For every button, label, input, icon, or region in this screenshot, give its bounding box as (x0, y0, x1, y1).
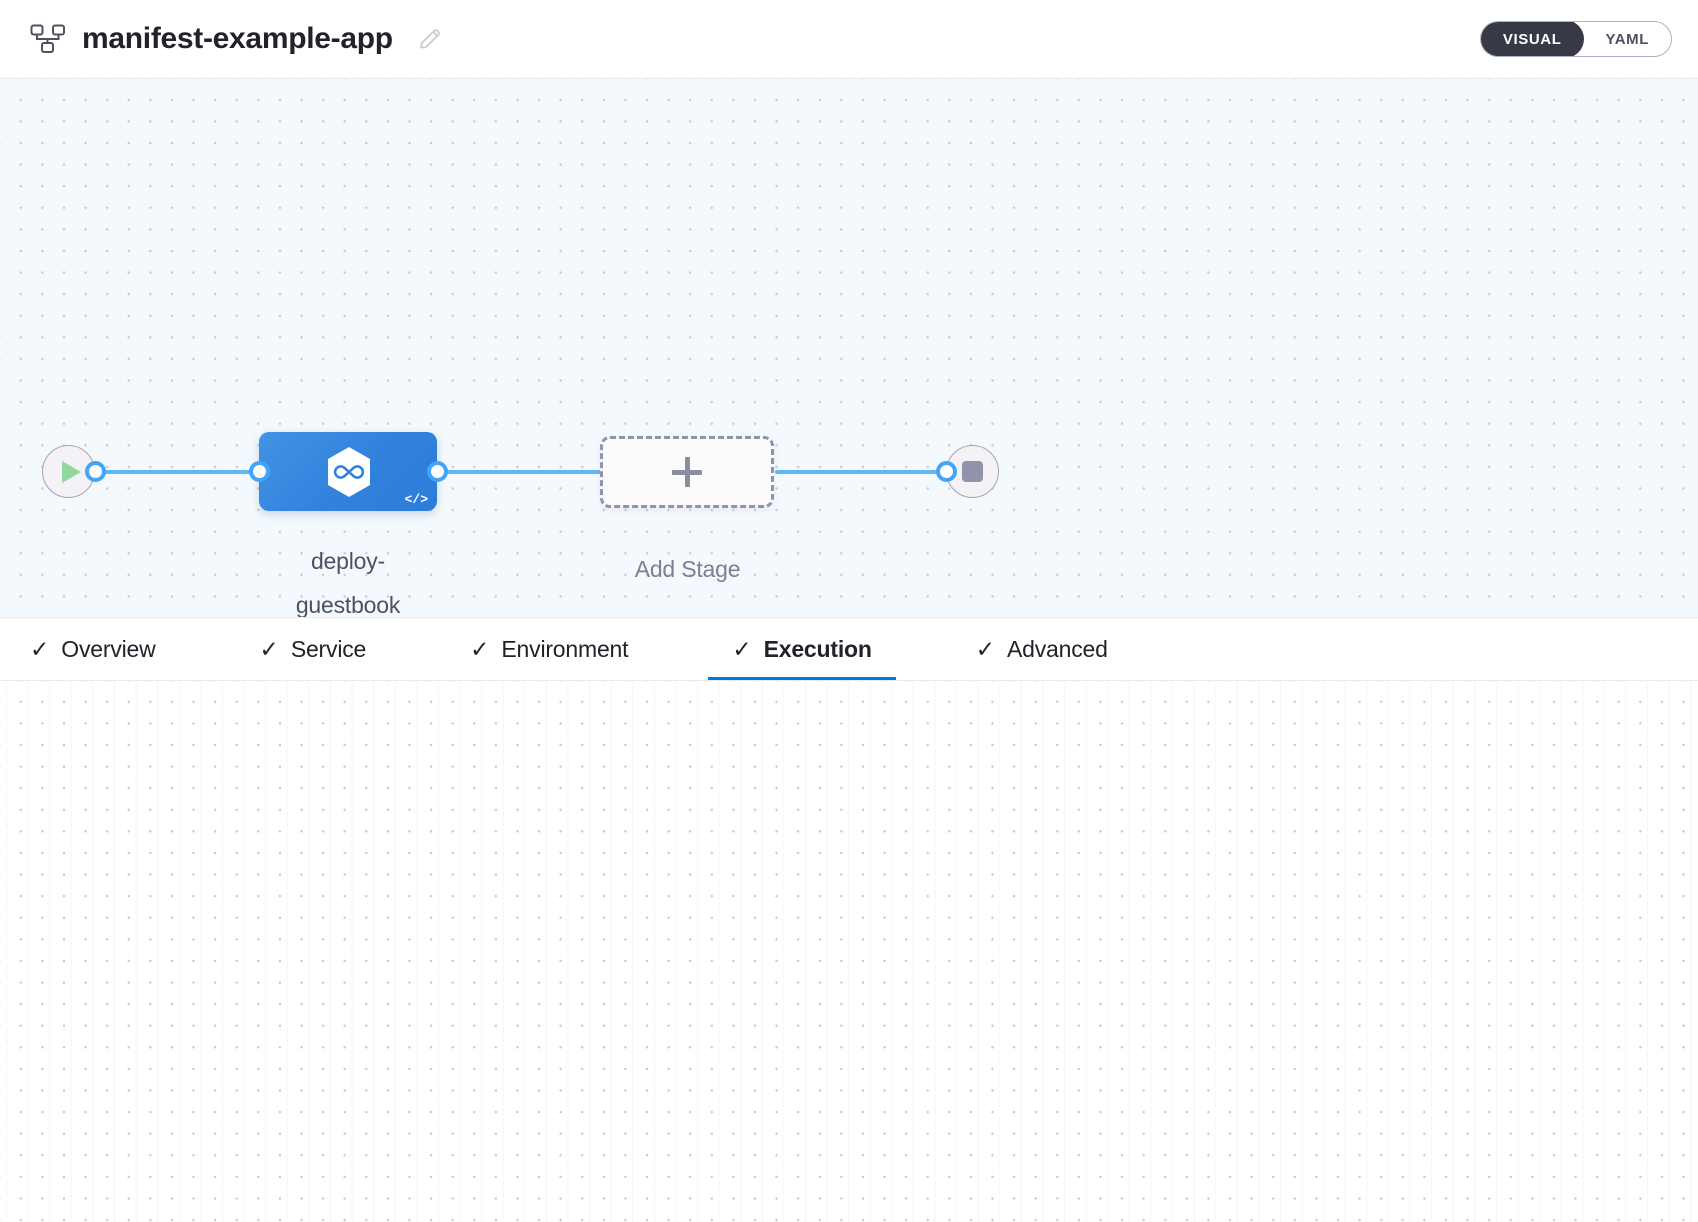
connector-start-to-stage (95, 470, 270, 474)
port-end-in[interactable] (936, 461, 957, 482)
tab-advanced[interactable]: ✓ Advanced (976, 618, 1108, 680)
plus-icon (672, 457, 702, 487)
port-stage-in[interactable] (249, 461, 270, 482)
connector-stage-to-add-stage (435, 470, 605, 474)
port-start-out[interactable] (85, 461, 106, 482)
add-stage-node[interactable] (600, 436, 774, 508)
view-mode-toggle[interactable]: VISUAL YAML (1479, 21, 1672, 57)
tab-execution[interactable]: ✓ Execution (708, 618, 897, 680)
header-right-group: VISUAL YAML (1479, 21, 1672, 57)
check-icon: ✓ (30, 635, 50, 662)
stage-tab-bar[interactable]: ✓ Overview ✓ Service ✓ Environment ✓ Exe… (0, 618, 1698, 681)
page-header: manifest-example-app VISUAL YAML (0, 0, 1698, 79)
add-stage-label: Add Stage (634, 556, 741, 582)
stop-icon (962, 461, 983, 482)
mode-option-yaml[interactable]: YAML (1583, 22, 1671, 56)
harness-hexagon-icon (321, 444, 376, 499)
tab-execution-label: Execution (763, 635, 872, 662)
check-icon: ✓ (732, 635, 752, 662)
tab-environment-label: Environment (501, 635, 629, 662)
check-icon: ✓ (975, 635, 996, 662)
mode-option-visual[interactable]: VISUAL (1480, 22, 1585, 56)
pencil-edit-icon[interactable] (417, 26, 443, 52)
connector-add-stage-to-end (775, 470, 960, 474)
check-icon: ✓ (259, 635, 279, 662)
stage-node-deploy-guestbook[interactable]: </> (259, 432, 437, 511)
port-stage-out[interactable] (427, 461, 448, 482)
stage-node-label: deploy- guestbook (295, 548, 401, 618)
pipeline-hierarchy-icon (30, 24, 66, 54)
tab-service[interactable]: ✓ Service (260, 618, 367, 680)
tab-overview[interactable]: ✓ Overview (30, 618, 156, 680)
execution-graph-canvas[interactable]: HarnessApprov al_1 </> (0, 681, 1698, 1222)
tab-environment[interactable]: ✓ Environment (470, 618, 628, 680)
header-left-group: manifest-example-app (30, 22, 443, 56)
page-title: manifest-example-app (82, 22, 393, 55)
stage-graph-canvas[interactable]: </> deploy- guestbook Add Stage (0, 79, 1698, 618)
yaml-code-badge: </> (404, 492, 428, 507)
play-icon (61, 460, 81, 483)
check-icon: ✓ (470, 635, 490, 662)
tab-service-label: Service (290, 635, 367, 662)
tab-overview-label: Overview (61, 635, 156, 662)
tab-advanced-label: Advanced (1007, 635, 1108, 662)
